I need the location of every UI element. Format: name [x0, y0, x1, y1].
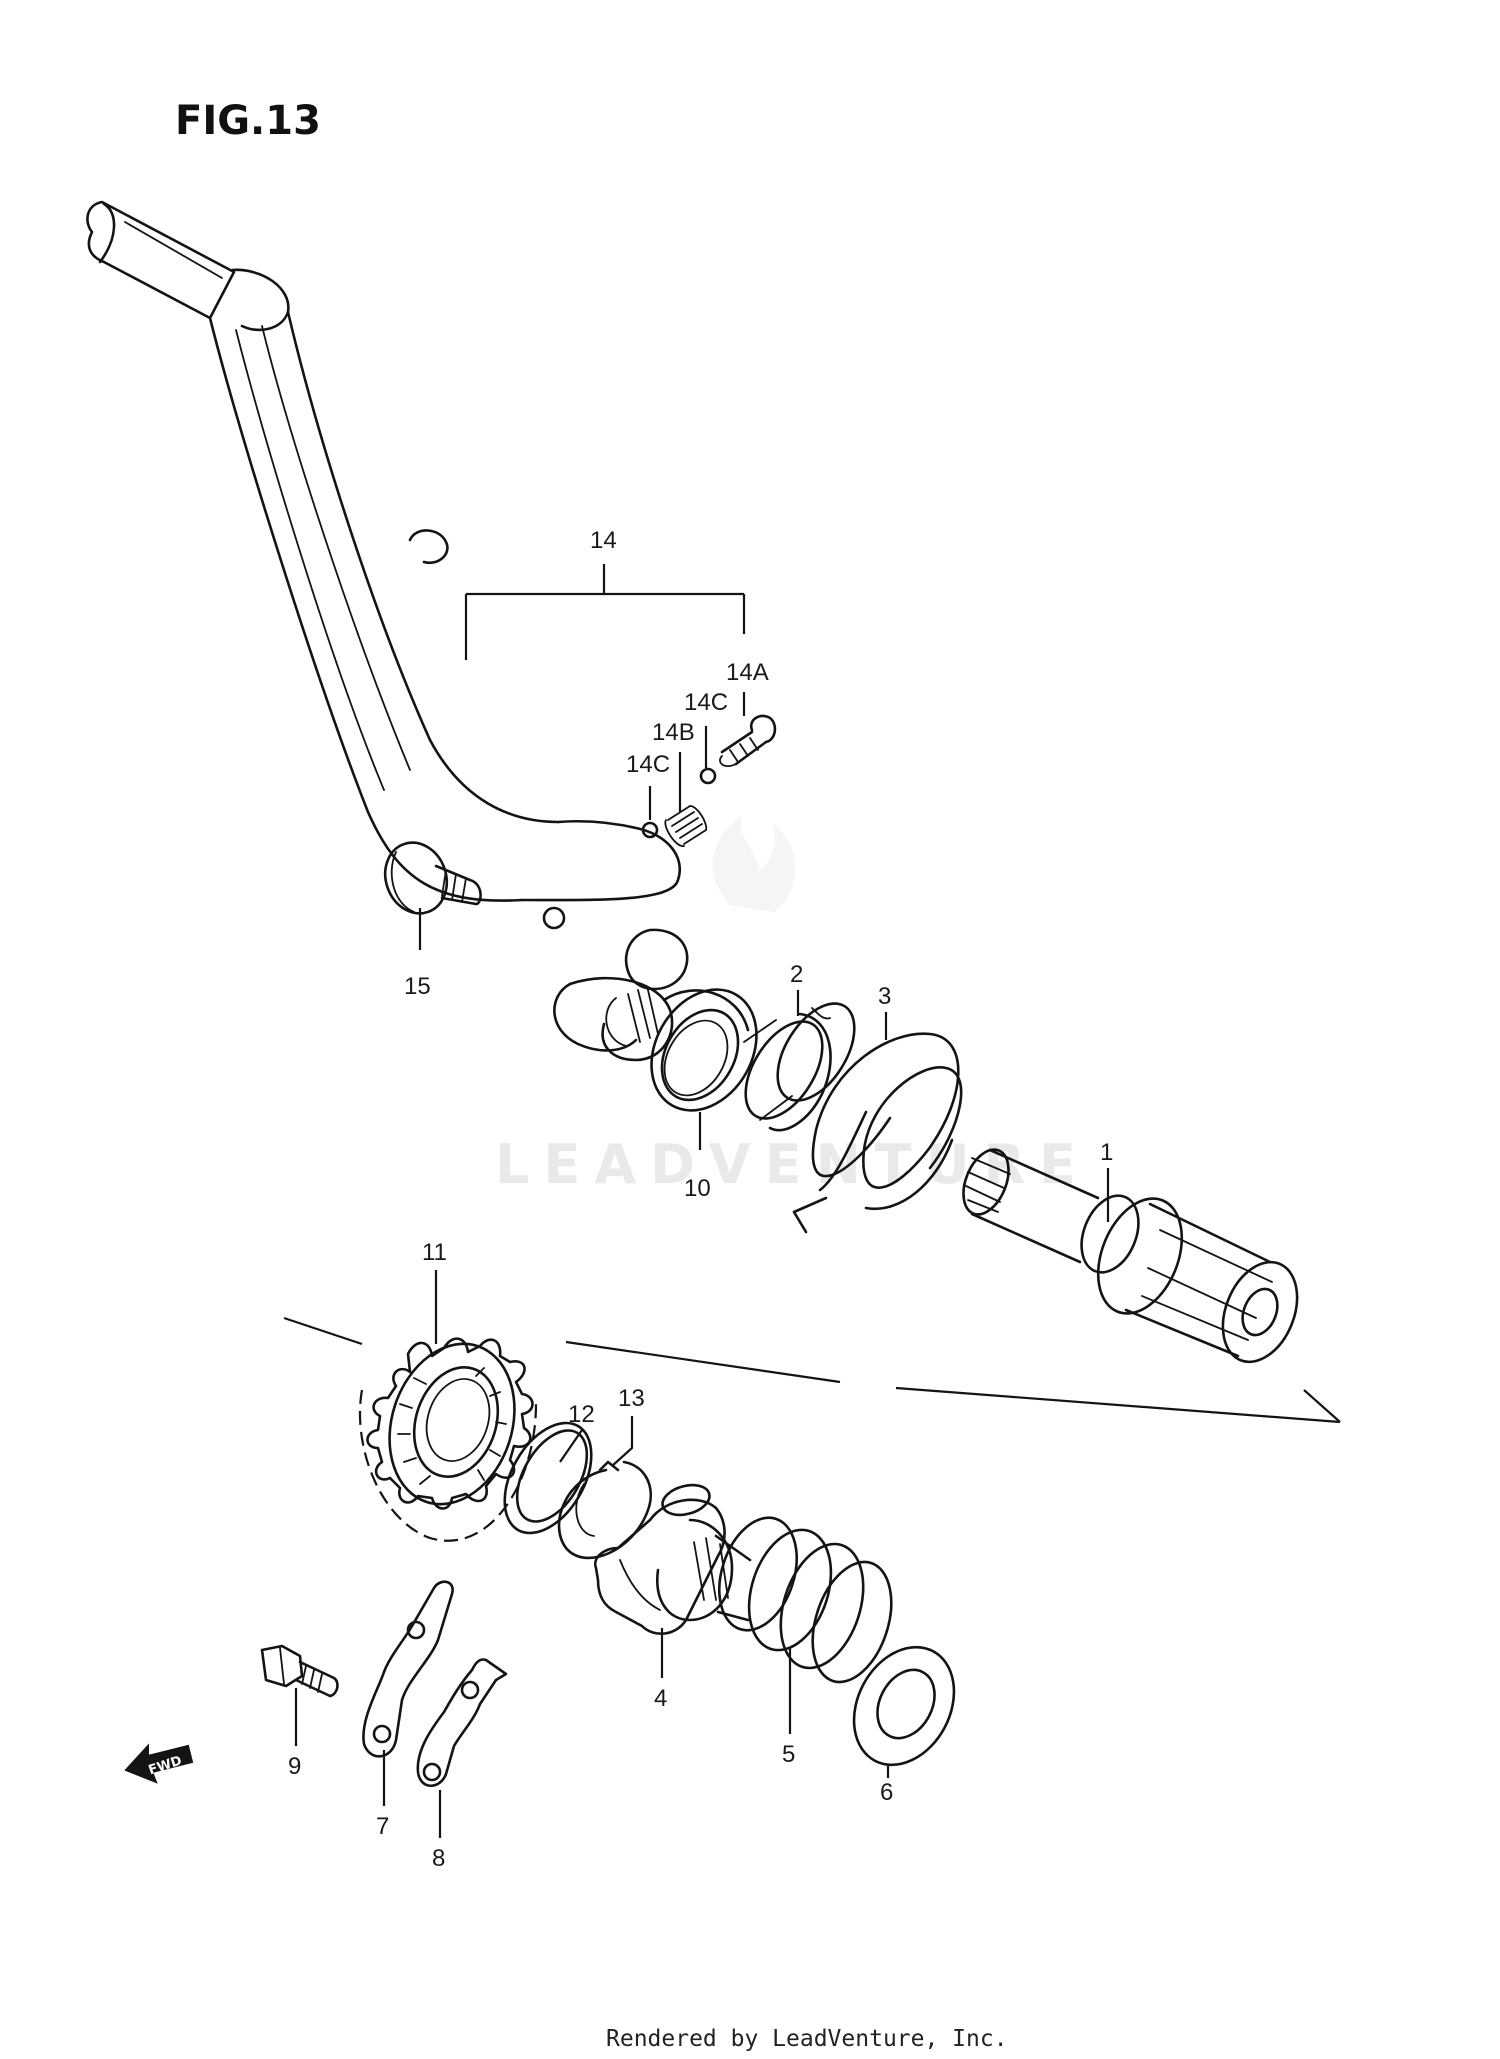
callout-2: 2 [790, 961, 803, 988]
watermark: LEADVENTURE [495, 815, 1090, 1196]
callout-13: 13 [618, 1385, 645, 1412]
callout-14a: 14A [726, 659, 769, 686]
spring-guide-2 [743, 1002, 856, 1132]
forward-direction-arrow: FWD [124, 1743, 194, 1784]
return-spring-3 [792, 1032, 963, 1234]
callout-labels: 14 14A 14C 14B 14C 15 2 3 10 1 11 12 13 … [288, 527, 1113, 1872]
assembly-guide-line [283, 1316, 1341, 1424]
circlip-13 [557, 1460, 653, 1560]
ball-14c-upper [699, 767, 717, 785]
bolt-9 [260, 1644, 339, 1698]
plate-7 [362, 1580, 454, 1758]
callout-10: 10 [684, 1175, 711, 1202]
callout-14b: 14B [652, 719, 695, 746]
callout-14c-lower: 14C [626, 751, 670, 778]
oil-seal-10 [650, 988, 758, 1112]
render-credit: Rendered by LeadVenture, Inc. [606, 2026, 1008, 2052]
callout-7: 7 [376, 1813, 389, 1840]
callout-4: 4 [654, 1685, 667, 1712]
watermark-text: LEADVENTURE [495, 1133, 1090, 1196]
callout-9: 9 [288, 1753, 301, 1780]
guide-plate-8 [416, 1658, 508, 1788]
callout-5: 5 [782, 1741, 795, 1768]
flame-logo-icon [712, 815, 796, 912]
spring-14b [664, 805, 708, 847]
coil-spring-5 [718, 1516, 893, 1684]
callout-3: 3 [878, 983, 891, 1010]
callout-14c-upper: 14C [684, 689, 728, 716]
callout-6: 6 [880, 1779, 893, 1806]
kick-starter-lever [86, 200, 689, 1062]
callout-1: 1 [1100, 1139, 1113, 1166]
kick-starter-shaft-1 [962, 1148, 1299, 1364]
figure-label: FIG.13 [175, 98, 321, 144]
callout-8: 8 [432, 1845, 445, 1872]
leader-lines [294, 564, 1110, 1838]
screw-14a [719, 714, 777, 768]
washer-12 [503, 1421, 593, 1535]
callout-14: 14 [590, 527, 617, 554]
callout-12: 12 [568, 1401, 595, 1428]
ratchet-4 [593, 1483, 752, 1635]
bolt-15 [383, 841, 482, 915]
ball-14c-lower [641, 821, 659, 839]
callout-15: 15 [404, 973, 431, 1000]
callout-11: 11 [422, 1239, 447, 1266]
washer-6 [852, 1645, 956, 1767]
drive-gear-11 [358, 1337, 538, 1542]
